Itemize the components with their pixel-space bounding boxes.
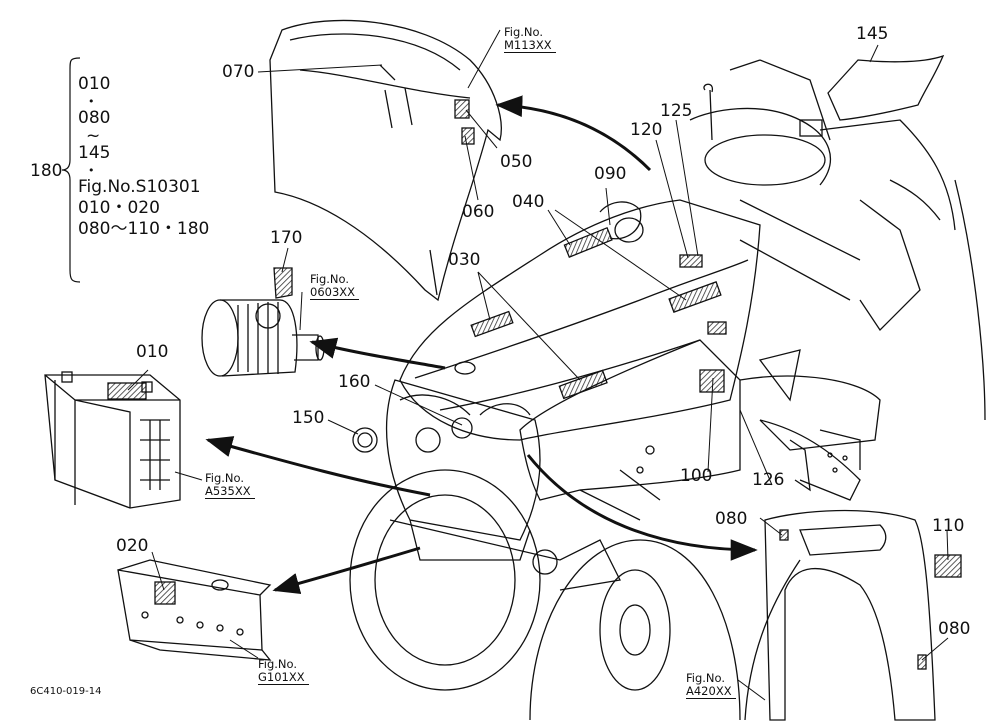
legend-list: 010 • 080 ~ 145 • Fig.No.S10301 010・020 …	[78, 74, 209, 240]
battery	[44, 371, 181, 509]
part-label-060: 060	[462, 202, 495, 222]
part-label-050: 050	[500, 152, 533, 172]
fender-step	[739, 349, 881, 501]
bonnet-body	[399, 199, 761, 441]
figref-label: Fig.No.	[504, 25, 544, 39]
part-label-030: 030	[448, 250, 481, 270]
figref-number: G101XX	[258, 671, 309, 685]
sticker-145	[827, 54, 945, 121]
part-label-020: 020	[116, 536, 149, 556]
drawing-code: 6C410-019-14	[30, 686, 102, 697]
legend-line: •	[88, 164, 95, 177]
side-cowl	[519, 339, 741, 521]
legend-line: 010・020	[78, 198, 160, 218]
part-label-160: 160	[338, 372, 371, 392]
legend-line: 080	[78, 108, 111, 128]
part-label-110: 110	[932, 516, 965, 536]
hood-panel	[269, 19, 502, 302]
legend-line: 010	[78, 74, 111, 94]
figref-label: Fig.No.	[686, 671, 726, 685]
part-label-120: 120	[630, 120, 663, 140]
figref-label: Fig.No.	[310, 272, 350, 286]
rear-fender-panel	[764, 509, 962, 721]
front-tire	[349, 469, 621, 691]
figref-g101xx: Fig.No. G101XX	[258, 658, 309, 685]
part-label-080-upper: 080	[715, 509, 748, 529]
part-label-170: 170	[270, 228, 303, 248]
figref-m113xx: Fig.No. M113XX	[504, 26, 556, 53]
direction-arrows	[205, 95, 758, 595]
figref-0603xx: Fig.No. 0603XX	[310, 272, 360, 300]
part-label-125: 125	[660, 101, 693, 121]
part-label-070: 070	[222, 62, 255, 82]
figref-number: A420XX	[686, 685, 736, 699]
figref-number: 0603XX	[310, 286, 360, 300]
rear-tire	[529, 539, 801, 721]
figref-label: Fig.No.	[258, 657, 298, 671]
legend-brace	[61, 57, 81, 283]
legend-line: 080～110・180	[78, 219, 210, 239]
part-label-150: 150	[292, 408, 325, 428]
part-label-040: 040	[512, 192, 545, 212]
figref-number: A535XX	[205, 485, 255, 499]
sticker-150	[352, 427, 378, 453]
part-label-080-lower: 080	[938, 619, 971, 639]
part-label-126: 126	[752, 470, 785, 490]
frame-bracket	[117, 559, 272, 661]
legend-line: Fig.No.S10301	[78, 177, 201, 197]
figref-leaders	[174, 29, 766, 701]
leader-lines	[127, 44, 949, 661]
figref-number: M113XX	[504, 39, 556, 53]
figref-a420xx: Fig.No. A420XX	[686, 672, 736, 699]
legend-line: ~	[86, 126, 101, 146]
sticker-170	[273, 267, 293, 299]
part-label-145: 145	[856, 24, 889, 44]
part-label-100: 100	[680, 466, 713, 486]
figref-label: Fig.No.	[205, 471, 245, 485]
legend-ref: 180	[30, 161, 63, 181]
part-label-010: 010	[136, 342, 169, 362]
part-label-090: 090	[594, 164, 627, 184]
operator-station	[689, 59, 986, 421]
legend-line: 145	[78, 143, 111, 163]
figref-a535xx: Fig.No. A535XX	[205, 472, 255, 499]
front-grille	[385, 379, 541, 561]
air-cleaner	[201, 299, 325, 377]
legend-line: •	[88, 95, 95, 108]
